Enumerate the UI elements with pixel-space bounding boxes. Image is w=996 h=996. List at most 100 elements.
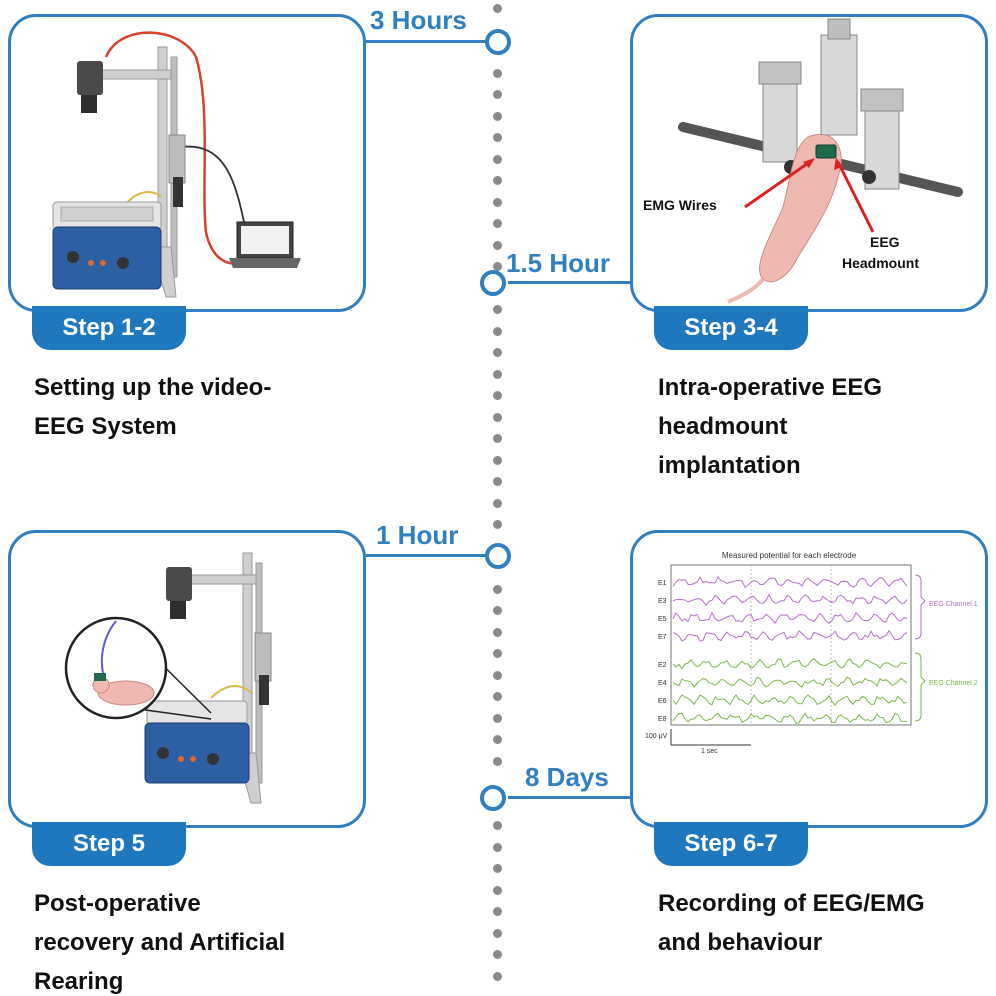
duration-3-hours: 3 Hours: [370, 5, 467, 35]
timeline-dot: [493, 520, 502, 529]
channel-label-e2: E2: [658, 662, 667, 669]
timeline-dot: [493, 670, 502, 680]
timeline-dot: [493, 713, 502, 723]
mouse-pup: [97, 680, 155, 706]
emg-arrowhead: [803, 158, 815, 168]
eeg-arrowhead: [834, 157, 842, 170]
bath-knob-right: [207, 753, 219, 765]
step-1-2-card: [8, 14, 366, 312]
channel-label-e7: E7: [658, 634, 667, 641]
step-3-4-card: EMG Wires EEG Headmount: [630, 14, 988, 312]
timeline-dot: [493, 219, 502, 228]
camera-body: [166, 567, 192, 601]
step-1-2-tab: Step 1-2: [32, 306, 186, 350]
post-center: [820, 34, 858, 136]
timeline-node-2: [480, 270, 506, 296]
bath-knob-left: [157, 747, 169, 759]
laptop-display: [241, 226, 289, 254]
timeline-dot: [493, 584, 502, 594]
tether-wire: [210, 685, 252, 699]
group1-label: EEG Channel 1: [929, 601, 978, 608]
timeline-dot: [493, 412, 502, 422]
eeg-recording-plot: Measured potential for each electrode E1…: [645, 551, 978, 755]
timeline-dot: [493, 262, 502, 271]
step-5-description-line-2: recovery and Artificial: [34, 929, 286, 956]
bath-knob-left: [67, 251, 79, 263]
timeline-dot: [493, 391, 502, 400]
duration-8-days: 8 Days: [525, 762, 609, 792]
eeg-headmount: [815, 144, 837, 159]
channel-label-e6: E6: [658, 698, 667, 705]
eeg-trace-e1: [672, 575, 908, 589]
timeline-dot: [493, 477, 502, 486]
camera-arm: [185, 574, 257, 585]
timeline-node-1: [485, 29, 511, 55]
bath-basin: [60, 206, 154, 222]
post-left-cap: [758, 61, 802, 85]
timeline-dot: [493, 756, 502, 766]
camera-body: [77, 61, 103, 95]
channel-label-e5: E5: [658, 616, 667, 623]
camera-cable: [104, 31, 242, 265]
video-eeg-setup-illustration: [52, 31, 301, 298]
duration-1-hour: 1 Hour: [376, 520, 459, 550]
eeg-plot-frame: [670, 564, 912, 726]
eeg-trace-e5: [672, 611, 908, 624]
channel-label-e1: E1: [658, 580, 667, 587]
timeline-dot: [493, 4, 502, 13]
timeline-dot: [493, 434, 502, 443]
recovery-illustration: [64, 552, 272, 804]
timeline-dot: [493, 950, 502, 959]
holster: [259, 675, 269, 705]
timeline-dot: [493, 90, 502, 99]
amplifier-box: [168, 134, 186, 184]
timeline-dot: [493, 735, 502, 744]
group2-label: EEG Channel 2: [929, 680, 978, 687]
timeline-dot: [493, 864, 502, 873]
timeline-dot: [493, 498, 502, 508]
step-3-4-description-line-1: Intra-operative EEG: [658, 374, 883, 401]
camera-lens: [81, 95, 97, 113]
timeline-dot: [493, 971, 502, 981]
post-center-knob: [827, 18, 851, 40]
timeline-node-4: [480, 785, 506, 811]
bath-light-2: [190, 756, 196, 762]
step-3-4-description-line-3: implantation: [658, 452, 801, 479]
timeline-dot: [493, 692, 502, 701]
timeline-dot: [493, 240, 502, 250]
bath-light-1: [178, 756, 184, 762]
amplifier-box: [254, 632, 272, 682]
step-3-4-description-line-2: headmount: [658, 413, 788, 440]
eeg-label: EEG: [870, 234, 900, 250]
bath-knob-right: [117, 257, 129, 269]
timeline-dot: [493, 885, 502, 895]
knob-2: [862, 170, 876, 184]
eeg-arrow: [836, 161, 875, 233]
eeg-plot-title: Measured potential for each electrode: [722, 551, 857, 560]
group1-bracket: [914, 574, 926, 640]
step-6-7-description: Recording of EEG/EMG and behaviour: [658, 884, 988, 962]
step-6-7-tab: Step 6-7: [654, 822, 808, 866]
voltage-scale-label: 100 μV: [645, 733, 668, 740]
timeline-dot: [493, 348, 502, 357]
eeg-trace-e8: [672, 712, 908, 724]
timeline-dot: [493, 68, 502, 78]
step-3-4-tab: Step 3-4: [654, 306, 808, 350]
eeg-trace-e3: [672, 593, 908, 607]
headmount: [94, 673, 106, 681]
group2-bracket: [914, 652, 926, 722]
emg-arrow: [744, 159, 812, 209]
tether-cable: [100, 620, 117, 674]
timeline-dot: [493, 928, 502, 938]
connector-8-days: [508, 796, 630, 799]
timeline-dot: [493, 176, 502, 185]
bath-light-1: [88, 260, 94, 266]
laptop-keyboard: [229, 258, 301, 268]
bath-body: [52, 226, 162, 290]
timeline-dot: [493, 455, 502, 465]
step-6-7-card: Measured potential for each electrode E1…: [630, 530, 988, 828]
step-6-7-description-line-2: and behaviour: [658, 929, 823, 956]
surgery-illustration: EMG Wires EEG Headmount: [643, 18, 963, 304]
channel-label-e8: E8: [658, 716, 667, 723]
